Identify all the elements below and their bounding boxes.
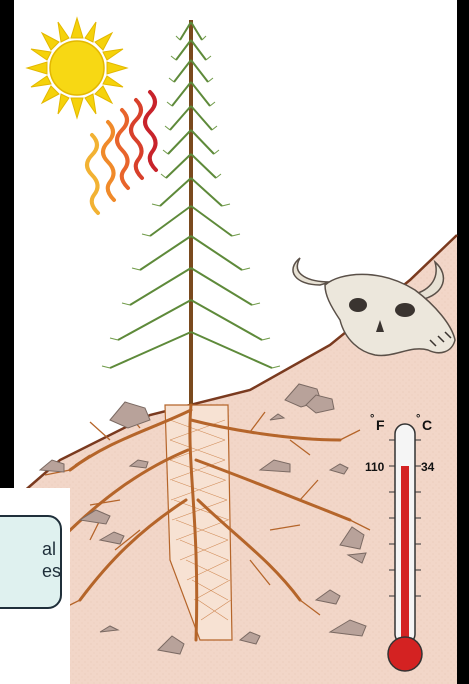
fahrenheit-reading: 110: [365, 461, 384, 473]
left-margin: [0, 0, 14, 500]
fahrenheit-label: F: [376, 418, 385, 432]
callout-line-2: es: [42, 562, 61, 580]
thermometer-mercury: [401, 466, 409, 641]
callout-line-1: al: [42, 540, 56, 558]
celsius-degree: °: [416, 414, 420, 425]
fahrenheit-degree: °: [370, 414, 374, 425]
celsius-label: C: [422, 418, 432, 432]
callout-panel: al es: [0, 488, 70, 684]
right-margin: [457, 0, 469, 684]
sun-icon: [27, 18, 127, 118]
celsius-reading: 34: [421, 461, 434, 473]
